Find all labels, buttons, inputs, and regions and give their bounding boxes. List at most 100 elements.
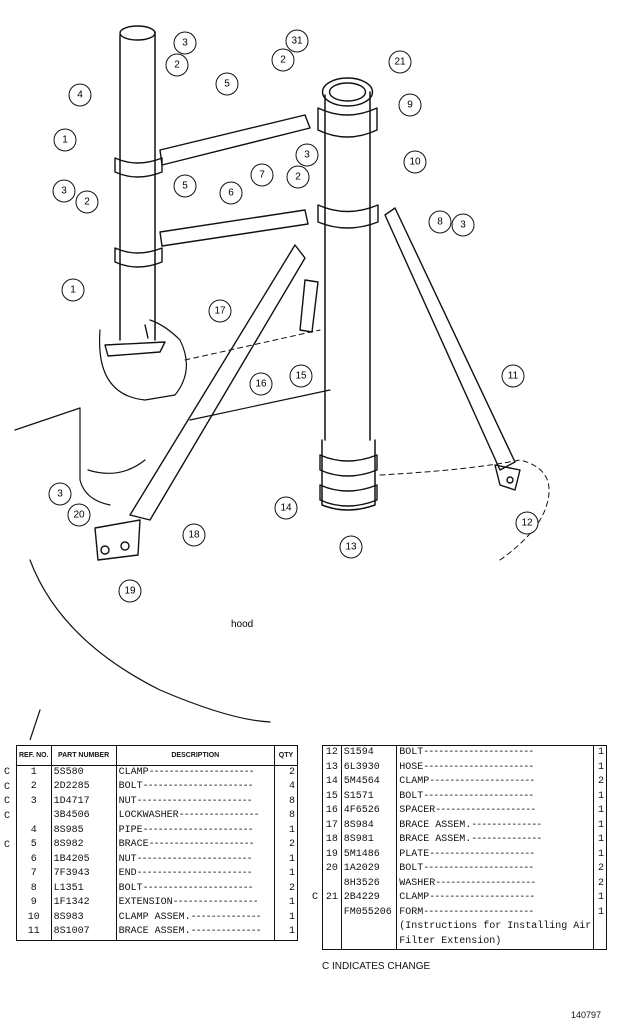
callout-3: 3 (52, 179, 76, 203)
svg-text:5: 5 (182, 181, 188, 192)
quantity: 2 (288, 766, 295, 778)
callout-11: 11 (501, 364, 525, 388)
part-number: 8S1007 (51, 925, 117, 940)
leader-dashes: -------------------- (435, 877, 536, 889)
svg-text:7: 7 (259, 170, 265, 181)
part-number: 6L3930 (341, 760, 398, 775)
brace-11 (384, 207, 516, 471)
description: WASHER-------------------- (396, 876, 595, 891)
part-number: 2D2285 (51, 780, 117, 795)
svg-text:2: 2 (295, 172, 301, 183)
callout-21: 21 (388, 50, 412, 74)
quantity: 1 (288, 868, 295, 879)
description: BRACE ASSEM.-------------- (116, 925, 276, 940)
ref-no: 10 (17, 910, 52, 925)
leader-dashes: ---------------------- (142, 882, 254, 894)
quantity: 8 (288, 795, 295, 807)
callout-3: 3 (295, 143, 319, 167)
description: PLATE--------------------- (396, 847, 595, 862)
leader-dashes: -------------------- (435, 805, 536, 816)
hood-base-bump (98, 319, 187, 401)
description: BOLT---------------------- (396, 789, 595, 804)
hood-label: hood (231, 619, 253, 630)
leader-dashes: ---------------------- (423, 747, 534, 758)
svg-text:6: 6 (228, 188, 234, 199)
leader-dashes: -------------- (190, 911, 262, 923)
quantity: 2 (597, 877, 604, 889)
hose (321, 439, 376, 511)
svg-text:12: 12 (521, 518, 533, 529)
ref-no: 12 (323, 746, 342, 761)
ref-no: 1 (17, 765, 52, 780)
description: SPACER-------------------- (396, 804, 595, 819)
description: BRACE ASSEM.-------------- (396, 833, 595, 848)
svg-text:15: 15 (295, 371, 307, 382)
quantity: 1 (288, 853, 295, 865)
description: NUT----------------------- (116, 852, 276, 867)
table-row: Filter Extension) (323, 934, 606, 949)
ref-no: 9 (17, 896, 52, 911)
brace-lower (159, 209, 309, 247)
end-12 (494, 464, 521, 491)
description: BOLT---------------------- (116, 780, 276, 795)
leader-dashes: ---------------------- (423, 790, 534, 802)
ref-no: 6 (17, 852, 52, 867)
leader-dashes: ----------------- (172, 897, 259, 908)
figure-number: 140797 (571, 1010, 602, 1020)
part-number: 1F1342 (51, 896, 117, 911)
ref-no: 19 (323, 847, 342, 862)
callout-17: 17 (208, 299, 232, 323)
callout-7: 7 (250, 163, 274, 187)
svg-text:16: 16 (255, 379, 267, 390)
part-number: L1351 (51, 881, 117, 896)
description: CLAMP ASSEM.-------------- (116, 910, 276, 925)
ref-no: 16 (323, 804, 342, 819)
callout-2: 2 (286, 165, 310, 189)
svg-text:1: 1 (70, 285, 76, 296)
callout-4: 4 (68, 83, 92, 107)
change-marker: C (4, 796, 11, 807)
svg-text:31: 31 (291, 36, 303, 47)
description: BRACE--------------------- (116, 838, 276, 853)
quantity: 1 (597, 848, 604, 860)
part-number: 5M4564 (341, 775, 398, 790)
ref-no: 15 (323, 789, 342, 804)
svg-text:14: 14 (280, 503, 292, 514)
svg-text:18: 18 (188, 530, 200, 541)
left-pipe (119, 31, 156, 341)
ref-no (323, 920, 342, 935)
quantity (594, 920, 606, 935)
leader-dashes: ---------------------- (423, 906, 534, 918)
ref-no: 2 (17, 780, 52, 795)
svg-text:4: 4 (77, 90, 83, 101)
svg-text:2: 2 (84, 197, 90, 208)
quantity: 1 (288, 911, 295, 923)
svg-text:9: 9 (407, 100, 413, 111)
left-pipe-base (104, 324, 166, 357)
svg-text:3: 3 (61, 186, 67, 197)
leader-dashes: ---------------- (178, 810, 260, 821)
ref-no: 11 (17, 925, 52, 940)
svg-text:19: 19 (124, 586, 136, 597)
part-number: 5S580 (51, 765, 117, 780)
leader-dashes: ---------------------- (423, 863, 534, 874)
svg-text:13: 13 (345, 542, 357, 553)
left-clamp-upper (114, 157, 163, 178)
callout-15: 15 (289, 364, 313, 388)
description: EXTENSION----------------- (116, 896, 276, 911)
quantity: 1 (288, 824, 295, 836)
quantity: 1 (597, 834, 604, 845)
leader-dashes: ----------------------- (136, 868, 253, 879)
